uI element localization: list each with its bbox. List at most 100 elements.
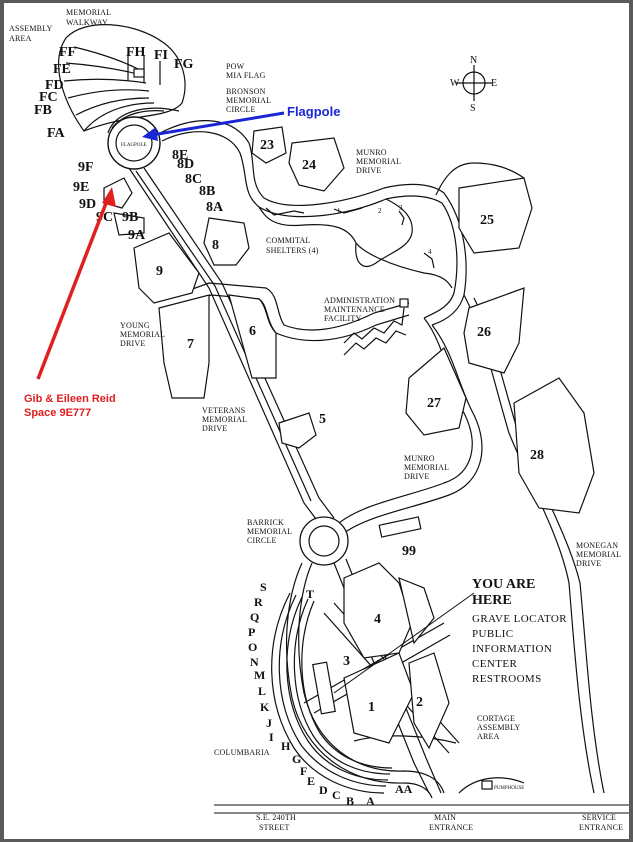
section-9f: 9F	[78, 160, 94, 175]
label-veterans-2: MEMORIAL	[202, 415, 247, 424]
section-8e: 8E	[172, 148, 188, 163]
section-1: 1	[368, 700, 375, 715]
section-fh: FH	[126, 45, 146, 60]
section-fg: FG	[174, 57, 194, 72]
commital-loop	[258, 162, 525, 326]
section-8b: 8B	[199, 184, 215, 199]
section-fd: FD	[45, 78, 64, 93]
info-center: CENTER	[472, 658, 517, 670]
section-24: 24	[302, 158, 316, 173]
label-barrick-2: MEMORIAL	[247, 527, 292, 536]
columbaria-c: C	[332, 788, 341, 802]
columbaria-n: N	[250, 655, 259, 669]
label-admin-1: ADMINISTRATION	[324, 296, 395, 305]
compass-n: N	[470, 55, 477, 66]
info-information: INFORMATION	[472, 643, 552, 655]
label-veterans-3: DRIVE	[202, 424, 227, 433]
label-walkway-1: MEMORIAL	[66, 8, 111, 17]
pumphouse-block	[481, 780, 493, 790]
label-admin-2: MAINTENANCE	[324, 305, 385, 314]
compass-rose: N S E W	[450, 55, 497, 114]
label-veterans-1: VETERANS	[202, 406, 245, 415]
flagpole-label: Flagpole	[287, 104, 340, 119]
section-4: 4	[374, 612, 381, 627]
columbaria-letters: S R Q P O N M L K J I H G F E D C B A AA…	[248, 580, 413, 808]
section-9b: 9B	[122, 210, 138, 225]
columbaria-l: L	[258, 684, 266, 698]
label-walkway-2: WALKWAY	[66, 18, 108, 27]
compass-e: E	[491, 78, 497, 89]
label-monegan-3: DRIVE	[576, 559, 601, 568]
columbaria-r: R	[254, 595, 263, 609]
label-admin-3: FACILITY	[324, 314, 361, 323]
label-bronson-3: CIRCLE	[226, 105, 256, 114]
label-cortage-3: AREA	[477, 732, 500, 741]
columbaria-b: B	[346, 794, 354, 808]
label-munro-top-2: MEMORIAL	[356, 157, 401, 166]
label-cortage-2: ASSEMBLY	[477, 723, 520, 732]
reid-name: Gib & Eileen Reid	[24, 393, 116, 405]
shelter-1: 1	[337, 207, 341, 215]
section-5: 5	[319, 412, 326, 427]
label-barrick-1: BARRICK	[247, 518, 284, 527]
map-frame: N S E W ASSEMBLY AREA MEMORIAL WALKWAY P…	[4, 3, 629, 839]
label-pow-1: POW	[226, 62, 245, 71]
section-blocks	[103, 126, 595, 750]
columbaria-e: E	[307, 774, 315, 788]
label-bronson-1: BRONSON	[226, 87, 266, 96]
columbaria-k: K	[260, 700, 270, 714]
label-young-2: MEMORIAL	[120, 330, 165, 339]
section-99: 99	[402, 544, 416, 559]
label-young-1: YOUNG	[120, 321, 150, 330]
reid-space: Space 9E777	[24, 407, 91, 419]
section-25: 25	[480, 213, 494, 228]
label-commital-1: COMMITAL	[266, 236, 311, 245]
columbaria-f: F	[300, 764, 307, 778]
compass-s: S	[470, 103, 476, 114]
shelter-3: 3	[399, 204, 403, 212]
shelter-4: 4	[428, 248, 432, 256]
columbaria-s: S	[260, 580, 267, 594]
label-pow-2: MIA FLAG	[226, 71, 266, 80]
columbaria-q: Q	[250, 610, 259, 624]
you-are-here: YOU ARE HERE GRAVE LOCATOR PUBLIC INFORM…	[333, 577, 567, 694]
compass-w: W	[450, 78, 460, 89]
munro-mid-road	[338, 317, 483, 534]
section-fe: FE	[53, 62, 71, 77]
shelter-2: 2	[378, 207, 382, 215]
section-fc: FC	[39, 90, 58, 105]
section-8a: 8A	[206, 200, 224, 215]
label-columbaria: COLUMBARIA	[214, 748, 270, 757]
info-public: PUBLIC	[472, 628, 514, 640]
columbaria	[271, 592, 393, 794]
place-labels: ASSEMBLY AREA MEMORIAL WALKWAY POW MIA F…	[9, 8, 623, 832]
you-are-here-line2: HERE	[472, 593, 512, 608]
cemetery-map: N S E W ASSEMBLY AREA MEMORIAL WALKWAY P…	[9, 8, 629, 832]
label-monegan-1: MONEGAN	[576, 541, 618, 550]
section-2: 2	[416, 695, 423, 710]
memorial-fan-area	[58, 24, 186, 132]
shelter-numbers: 1 2 3 4	[337, 204, 432, 256]
label-street-1: S.E. 240TH	[256, 813, 296, 822]
label-munro-mid-3: DRIVE	[404, 472, 429, 481]
label-assembly-2: AREA	[9, 34, 32, 43]
barrick-circle	[299, 516, 349, 566]
columbaria-o: O	[248, 640, 257, 654]
flagpole-circle	[107, 107, 180, 170]
columbaria-m: M	[254, 668, 265, 682]
reid-callout: Gib & Eileen Reid Space 9E777	[24, 187, 116, 419]
label-cortage-1: CORTAGE	[477, 714, 515, 723]
label-munro-mid-1: MUNRO	[404, 454, 435, 463]
flagpole-callout: Flagpole	[142, 104, 340, 141]
section-8d: 8D	[177, 157, 194, 172]
label-service-2: ENTRANCE	[579, 823, 623, 832]
info-restrooms: RESTROOMS	[472, 673, 542, 685]
section-fi: FI	[154, 48, 168, 63]
label-barrick-3: CIRCLE	[247, 536, 277, 545]
section-27: 27	[427, 396, 441, 411]
columbaria-a: A	[366, 794, 375, 808]
label-munro-top-1: MUNRO	[356, 148, 387, 157]
section-8: 8	[212, 238, 219, 253]
columbaria-j: J	[266, 716, 272, 730]
label-munro-mid-2: MEMORIAL	[404, 463, 449, 472]
